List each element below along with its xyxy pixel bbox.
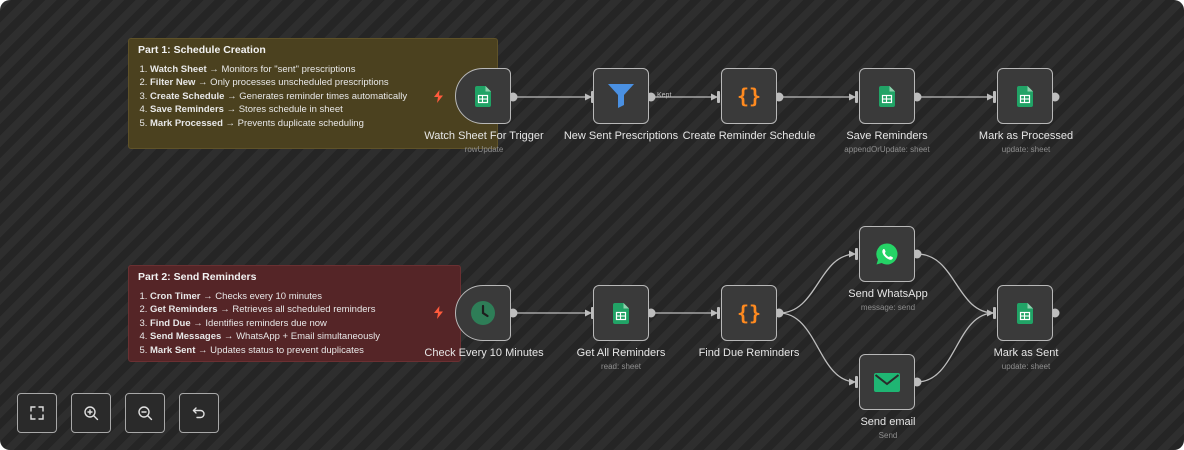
node-watch-sheet-for-trigger[interactable] — [455, 68, 511, 124]
node-label: New Sent Prescriptions — [563, 130, 679, 142]
node-label: Mark as Sent — [993, 347, 1059, 359]
node-label: Create Reminder Schedule — [682, 130, 816, 142]
google-sheets-icon — [879, 85, 895, 107]
node-label: Send WhatsApp — [848, 288, 928, 300]
sticky-list-item: Cron Timer → Checks every 10 minutes — [150, 290, 451, 304]
node-new-sent-prescriptions[interactable] — [593, 68, 649, 124]
sticky-list: Cron Timer → Checks every 10 minutes Get… — [138, 290, 451, 358]
fit-view-button[interactable] — [17, 393, 57, 433]
svg-text:{}: {} — [737, 301, 761, 325]
node-label: Save Reminders — [846, 130, 928, 142]
filter-icon — [608, 84, 634, 108]
sticky-list-item: Get Reminders → Retrieves all scheduled … — [150, 303, 451, 317]
node-subtitle: Send — [878, 431, 898, 440]
node-label: Send email — [860, 416, 916, 428]
node-create-reminder-schedule[interactable]: {} — [721, 68, 777, 124]
sticky-list: Watch Sheet → Monitors for "sent" prescr… — [138, 63, 488, 131]
node-mark-as-processed[interactable] — [997, 68, 1053, 124]
sticky-list-item: Create Schedule → Generates reminder tim… — [150, 90, 488, 104]
code-icon: {} — [737, 84, 761, 108]
sticky-list-item: Mark Sent → Updates status to prevent du… — [150, 344, 451, 358]
node-send-whatsapp[interactable] — [859, 226, 915, 282]
node-subtitle: read: sheet — [600, 362, 642, 371]
node-label: Find Due Reminders — [698, 347, 800, 359]
node-send-email[interactable] — [859, 354, 915, 410]
sticky-list-item: Save Reminders → Stores schedule in shee… — [150, 103, 488, 117]
zoom-out-icon — [138, 406, 153, 421]
sticky-list-item: Mark Processed → Prevents duplicate sche… — [150, 117, 488, 131]
node-label: Mark as Processed — [978, 130, 1074, 142]
node-label: Watch Sheet For Trigger — [424, 130, 544, 142]
google-sheets-icon — [1017, 302, 1033, 324]
node-label: Check Every 10 Minutes — [424, 347, 544, 359]
reset-zoom-button[interactable] — [179, 393, 219, 433]
google-sheets-icon — [475, 85, 491, 107]
node-subtitle: update: sheet — [1001, 362, 1051, 371]
node-subtitle: appendOrUpdate: sheet — [844, 145, 930, 154]
code-icon: {} — [737, 301, 761, 325]
sticky-title: Part 1: Schedule Creation — [138, 44, 266, 56]
sticky-list-item: Watch Sheet → Monitors for "sent" prescr… — [150, 63, 488, 77]
sticky-list-item: Find Due → Identifies reminders due now — [150, 317, 451, 331]
node-get-all-reminders[interactable] — [593, 285, 649, 341]
fit-view-icon — [30, 406, 44, 420]
reset-icon — [192, 407, 205, 419]
node-mark-as-sent[interactable] — [997, 285, 1053, 341]
sticky-title: Part 2: Send Reminders — [138, 271, 257, 283]
node-subtitle: message: send — [860, 303, 916, 312]
email-icon — [874, 372, 900, 392]
whatsapp-icon — [876, 243, 898, 265]
svg-text:{}: {} — [737, 84, 761, 108]
clock-icon — [471, 301, 495, 325]
node-label: Get All Reminders — [576, 347, 666, 359]
sticky-list-item: Send Messages → WhatsApp + Email simulta… — [150, 330, 451, 344]
zoom-out-button[interactable] — [125, 393, 165, 433]
zoom-in-button[interactable] — [71, 393, 111, 433]
node-subtitle: update: sheet — [1001, 145, 1051, 154]
zoom-in-icon — [84, 406, 99, 421]
trigger-bolt-icon — [433, 306, 444, 321]
google-sheets-icon — [1017, 85, 1033, 107]
trigger-bolt-icon — [433, 90, 444, 105]
node-find-due-reminders[interactable]: {} — [721, 285, 777, 341]
edge-label-kept: Kept — [657, 92, 672, 99]
node-subtitle: rowUpdate — [464, 145, 504, 154]
node-check-every-10-minutes[interactable] — [455, 285, 511, 341]
node-save-reminders[interactable] — [859, 68, 915, 124]
sticky-note-part2[interactable]: Part 2: Send Reminders Cron Timer → Chec… — [128, 265, 461, 362]
google-sheets-icon — [613, 302, 629, 324]
sticky-list-item: Filter New → Only processes unscheduled … — [150, 76, 488, 90]
sticky-note-part1[interactable]: Part 1: Schedule Creation Watch Sheet → … — [128, 38, 498, 149]
